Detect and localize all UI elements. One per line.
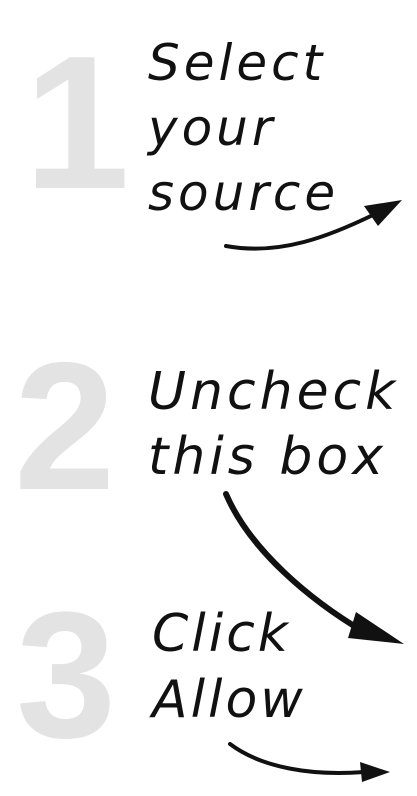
step-2: 2 Uncheck this box — [0, 330, 417, 660]
step-number-1: 1 — [24, 17, 130, 229]
arrow-down-right-icon — [223, 491, 404, 644]
arrow-right-icon — [224, 200, 402, 251]
step-1: 1 Select your source — [0, 0, 417, 270]
arrow-right-icon — [228, 742, 390, 782]
step-3-text-line-1: Click — [152, 604, 291, 664]
step-1-text-line-1: Select — [148, 34, 327, 92]
step-2-text-line-2: this box — [148, 427, 388, 487]
step-3-text-line-2: Allow — [152, 670, 306, 730]
step-2-text-line-1: Uncheck — [148, 362, 400, 422]
step-1-text-line-2: your — [148, 99, 277, 157]
step-3: 3 Click Allow — [0, 586, 417, 796]
step-number-3: 3 — [16, 575, 116, 776]
step-number-2: 2 — [14, 324, 115, 528]
step-1-text-line-3: source — [148, 164, 340, 222]
